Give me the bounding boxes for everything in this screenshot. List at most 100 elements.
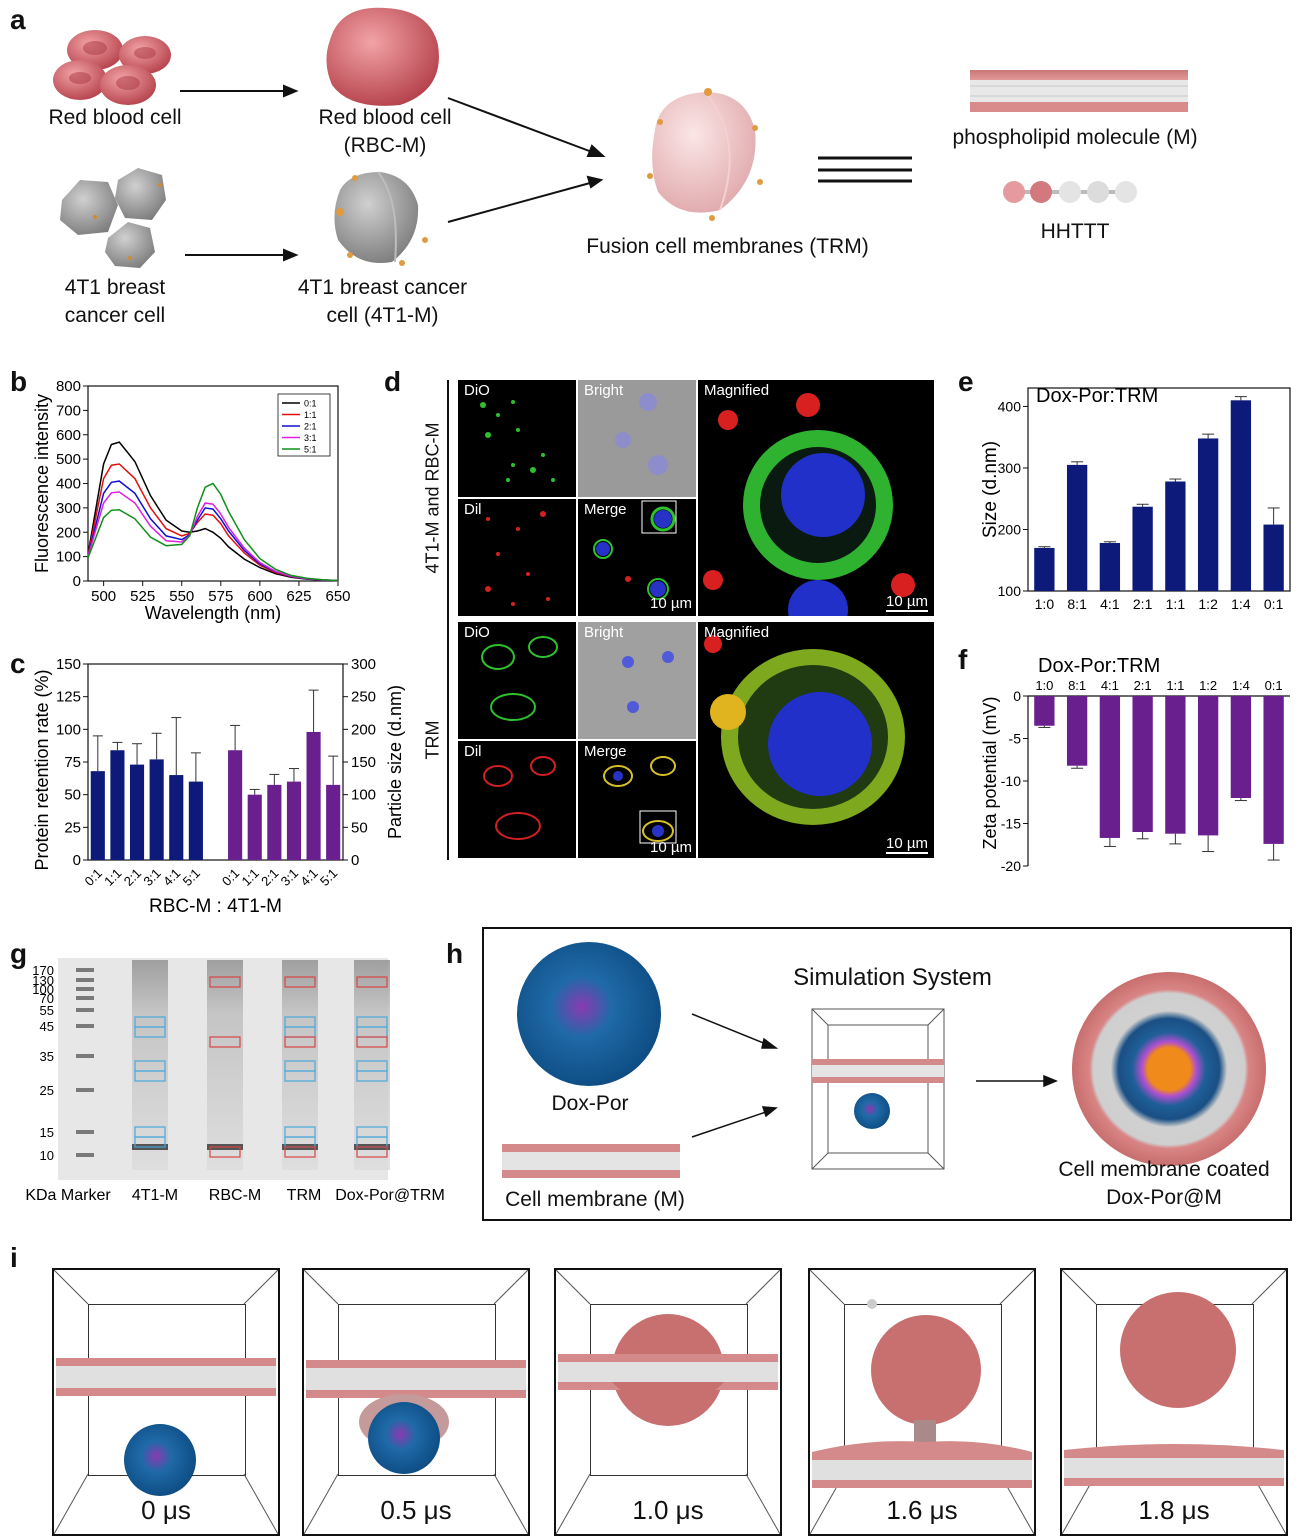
- micro-bright-2-label: Bright: [584, 624, 624, 641]
- chart-e-bar: [1132, 506, 1153, 591]
- membrane-slab-icon: [502, 1144, 680, 1178]
- chart-c-ytick-label: 125: [56, 689, 81, 706]
- chart-e-xtick-label: 1:2: [1198, 596, 1218, 612]
- fusion-membrane-icon: [647, 88, 763, 221]
- chart-b-xtick-label: 625: [286, 588, 311, 605]
- chart-f-ytick-label: 0: [1013, 688, 1021, 704]
- chart-b-xtick-label: 525: [130, 588, 155, 605]
- chart-c-ytick-label: 25: [64, 819, 81, 836]
- chart-c-ytick-right-label: 250: [351, 689, 376, 706]
- gel-ladder-label: 100: [32, 982, 54, 997]
- chart-c-bar: [267, 784, 282, 860]
- label-4t1-m-line2: cell (4T1-M): [326, 304, 439, 327]
- chart-e-xtick-label: 1:4: [1231, 596, 1251, 612]
- panel-label-e: e: [958, 366, 974, 397]
- chart-e-xtick-label: 1:1: [1166, 596, 1186, 612]
- gel-highlight-box: [134, 1070, 166, 1082]
- sim-time-1: 0.5 μs: [380, 1495, 452, 1525]
- label-fusion: Fusion cell membranes (TRM): [586, 235, 869, 258]
- label-rbc-m-line1: Red blood cell: [318, 106, 452, 129]
- chart-e-ytick-label: 400: [998, 398, 1022, 414]
- chart-b-legend-label: 5:1: [304, 445, 317, 455]
- chart-f-bar: [1034, 696, 1055, 726]
- chart-f-xtick-label: 8:1: [1068, 678, 1086, 693]
- gel-ladder-label: 70: [40, 991, 54, 1006]
- chart-c-ytick-label: 75: [64, 754, 81, 771]
- micro-merge-1-label: Merge: [584, 501, 627, 518]
- micro-magnified-2-label: Magnified: [704, 624, 770, 641]
- chart-f-ytick-label: -10: [1001, 773, 1021, 789]
- gel-lane: [132, 960, 168, 1170]
- panel-label-g: g: [10, 938, 28, 969]
- micro-dil-1: Dil: [458, 499, 576, 616]
- gel-ladder-label: 130: [32, 973, 54, 988]
- gel-lane: [207, 960, 243, 1170]
- chart-c-bar: [228, 750, 243, 860]
- chart-b-ylabel: Fluorescence intensity: [32, 394, 52, 573]
- chart-f-ytick-label: -15: [1001, 816, 1021, 832]
- micro-dil-2-label: Dil: [464, 743, 482, 760]
- chart-b-xlabel: Wavelength (nm): [145, 603, 281, 623]
- gel-lane-label: RBC-M: [209, 1187, 261, 1204]
- gel-ladder-label: 35: [40, 1049, 54, 1064]
- micro-magnified-1-label: Magnified: [704, 382, 770, 399]
- chart-c-ytick-right-label: 50: [351, 819, 368, 836]
- gel-ladder-band: [76, 1024, 94, 1028]
- gel-ladder-band: [76, 987, 94, 991]
- gel-ladder-label: 170: [32, 963, 54, 978]
- sim-time-3: 1.6 μs: [886, 1495, 958, 1525]
- sim-particle-icon: [854, 1093, 890, 1129]
- doxpor-particle-icon: [517, 942, 661, 1086]
- label-coated-line2: Dox-Por@M: [1106, 1186, 1222, 1209]
- gel-ladder-band: [76, 1088, 94, 1092]
- chart-c-ytick-right-label: 100: [351, 787, 376, 804]
- chart-e-bar: [1197, 438, 1219, 591]
- chart-c-xtick-label: 5:1: [317, 866, 340, 889]
- chart-f-ytick-label: -5: [1009, 731, 1022, 747]
- chart-e-ytick-label: 100: [998, 583, 1022, 599]
- chart-c-ytick-right-label: 150: [351, 754, 376, 771]
- gel-highlight-box: [356, 1036, 388, 1048]
- chart-f-bar: [1066, 696, 1088, 766]
- chart-c-xtick-label: 5:1: [180, 866, 203, 889]
- scale-bar-merge-2: 10 µm: [650, 839, 692, 856]
- gel-ladder-label: 55: [40, 1003, 54, 1018]
- scale-bar-magnified-2: 10 µm: [886, 835, 928, 854]
- chart-b-xtick-label: 600: [247, 588, 272, 605]
- chart-c-ylabel-right: Particle size (d.nm): [385, 685, 405, 839]
- chart-c-frame: [87, 663, 344, 861]
- chart-f-xtick-label: 1:4: [1232, 678, 1250, 693]
- chart-b-ytick-label: 100: [56, 549, 81, 566]
- sim-frame-0: 0 μs: [52, 1268, 280, 1536]
- chart-b-ytick-label: 500: [56, 451, 81, 468]
- micro-dio-2: DiO: [458, 622, 576, 739]
- simulation-box-icon: [811, 1008, 945, 1170]
- label-phospholipid: phospholipid molecule (M): [952, 126, 1198, 149]
- sim-time-4: 1.8 μs: [1138, 1495, 1210, 1525]
- chart-e-frame: [1027, 387, 1291, 592]
- scale-bar-magnified-1: 10 µm: [886, 593, 928, 612]
- chart-e-bar: [1230, 400, 1252, 591]
- chart-f-xtick-label: 1:1: [1166, 678, 1184, 693]
- gel-highlight-box: [209, 1146, 241, 1158]
- chart-e-xtick-label: 0:1: [1264, 596, 1284, 612]
- micro-magnified-2: Magnified 10 µm: [698, 622, 934, 858]
- chart-e-ylabel: Size (d.nm): [980, 441, 1001, 538]
- chart-f-bar: [1197, 696, 1219, 836]
- chart-f-xtick-label: 2:1: [1134, 678, 1152, 693]
- label-4t1-line2: cancer cell: [64, 304, 166, 327]
- gel-highlight-box: [284, 1146, 316, 1158]
- gel-ladder-band: [76, 996, 94, 1000]
- chart-c-bar: [286, 781, 302, 860]
- chart-b-xtick-label: 550: [169, 588, 194, 605]
- panel-label-h: h: [446, 938, 464, 969]
- chart-b-legend-label: 3:1: [304, 433, 317, 443]
- panel-label-b: b: [10, 366, 28, 397]
- chart-f-xtick-label: 4:1: [1101, 678, 1119, 693]
- chart-f-xtick-label: 0:1: [1265, 678, 1283, 693]
- chart-c-bar: [90, 771, 105, 860]
- panel-a-illustration: [53, 7, 1188, 268]
- micro-bright-1: Bright: [578, 380, 696, 497]
- micro-magnified-1: Magnified 10 µm: [698, 380, 934, 616]
- phospholipid-bilayer-icon: [970, 70, 1188, 112]
